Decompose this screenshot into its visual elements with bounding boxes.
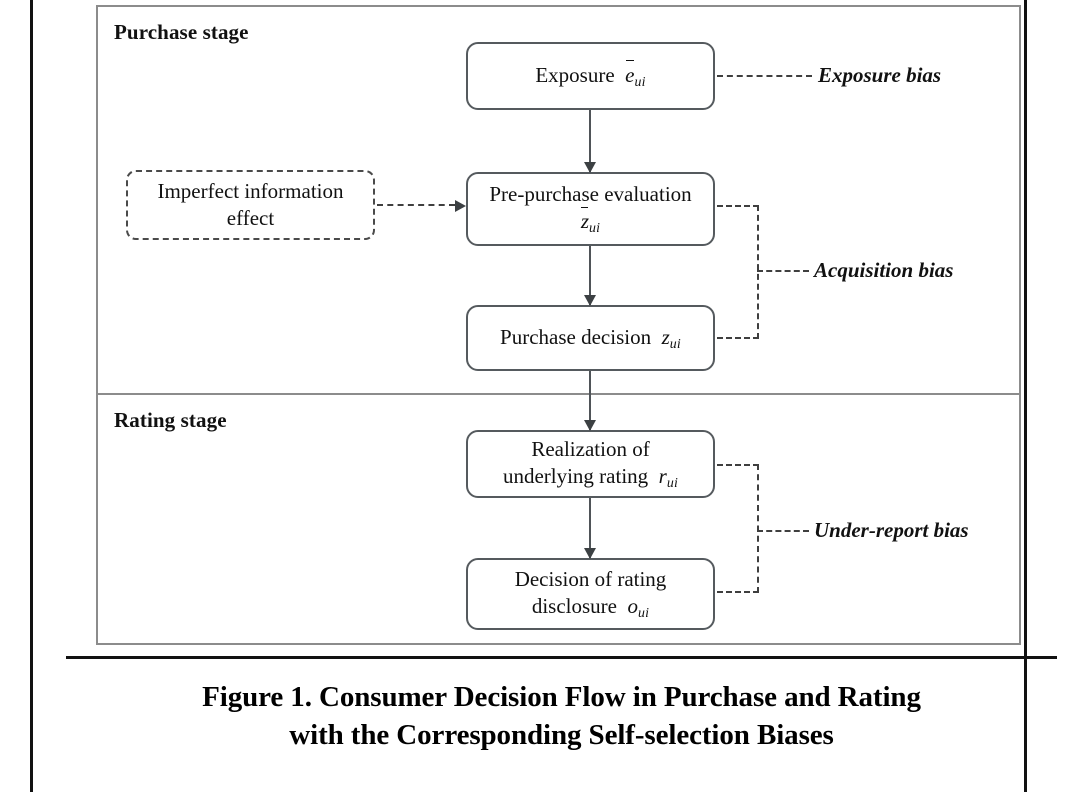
stage-divider [96,393,1021,395]
node-imperfect-line2: effect [226,206,275,230]
node-purchase-decision-symbol: zui [656,324,681,351]
node-pre-purchase-symbol-sub: ui [589,220,601,235]
arrow-imperfect-information-to-pre-purchase [377,200,466,212]
arrow-purchase-decision-to-realization [589,371,591,430]
node-realization-symbol: rui [653,464,679,490]
bias-label-acquisition: Acquisition bias [814,258,954,282]
bracket-acquisition-top [717,205,759,207]
bracket-under-report-bottom [717,591,759,593]
node-exposure-symbol-base: e [625,60,635,87]
bias-label-exposure: Exposure bias [818,63,942,87]
node-realization-of-underlying-rating[interactable]: Realization of underlying rating rui [466,430,715,498]
node-purchase-decision-symbol-sub: ui [669,335,681,351]
node-exposure-text: Exposure eui [535,60,646,91]
figure-outer-frame: Purchase stage Rating stage Exposure eui… [30,0,1057,792]
node-disclosure-symbol-base: o [627,594,638,619]
node-realization-line1: Realization of [531,437,650,462]
bracket-under-report-vertical [757,464,759,593]
figure-caption: Figure 1. Consumer Decision Flow in Purc… [66,678,1057,755]
diagram-area: Purchase stage Rating stage Exposure eui… [66,0,1028,652]
node-disclosure-line2: disclosure [531,594,617,619]
node-exposure[interactable]: Exposure eui [466,42,715,110]
bracket-acquisition-vertical [757,205,759,339]
node-decision-of-rating-disclosure[interactable]: Decision of rating disclosure oui [466,558,715,630]
node-purchase-decision[interactable]: Purchase decision zui [466,305,715,371]
arrow-realization-to-disclosure [589,498,591,558]
node-disclosure-line1: Decision of rating [514,567,667,592]
bracket-under-report-top [717,464,759,466]
node-disclosure-symbol: oui [622,594,650,620]
leader-under-report-bias [757,530,809,532]
caption-divider [66,656,1057,659]
node-pre-purchase-symbol: zui [580,206,601,235]
node-realization-text: Realization of underlying rating rui [503,436,678,491]
node-disclosure-text: Decision of rating disclosure oui [515,566,667,621]
node-pre-purchase-line1: Pre-purchase evaluation [489,182,692,207]
node-realization-line2: underlying rating [502,464,649,489]
leader-acquisition-bias [757,270,809,272]
node-purchase-decision-symbol-base: z [661,324,670,349]
figure-caption-line1: Figure 1. Consumer Decision Flow in Purc… [202,681,921,713]
purchase-stage-label: Purchase stage [114,20,249,44]
node-disclosure-symbol-sub: ui [637,605,650,620]
bracket-acquisition-bottom [717,337,759,339]
node-exposure-label: Exposure [535,62,615,87]
node-purchase-decision-label: Purchase decision [500,324,652,349]
arrow-exposure-to-pre-purchase [589,110,591,172]
node-pre-purchase-text: Pre-purchase evaluation zui [489,181,691,236]
arrow-pre-purchase-to-purchase-decision [589,246,591,305]
node-purchase-decision-text: Purchase decision zui [500,324,681,353]
node-exposure-symbol-sub: ui [634,73,646,89]
node-pre-purchase-evaluation[interactable]: Pre-purchase evaluation zui [466,172,715,246]
stage-container [96,5,1021,645]
node-realization-symbol-sub: ui [666,475,679,490]
node-realization-symbol-base: r [658,464,667,489]
rating-stage-label: Rating stage [114,408,227,432]
node-imperfect-information-effect[interactable]: Imperfect information effect [126,170,375,240]
bias-label-under-report: Under-report bias [814,518,969,542]
node-imperfect-line1: Imperfect information [157,179,344,204]
node-imperfect-text: Imperfect information effect [157,178,343,232]
leader-exposure-bias [717,75,812,77]
node-pre-purchase-symbol-base: z [580,206,589,234]
figure-caption-line2: with the Corresponding Self-selection Bi… [289,719,834,752]
node-exposure-symbol: eui [620,60,646,89]
